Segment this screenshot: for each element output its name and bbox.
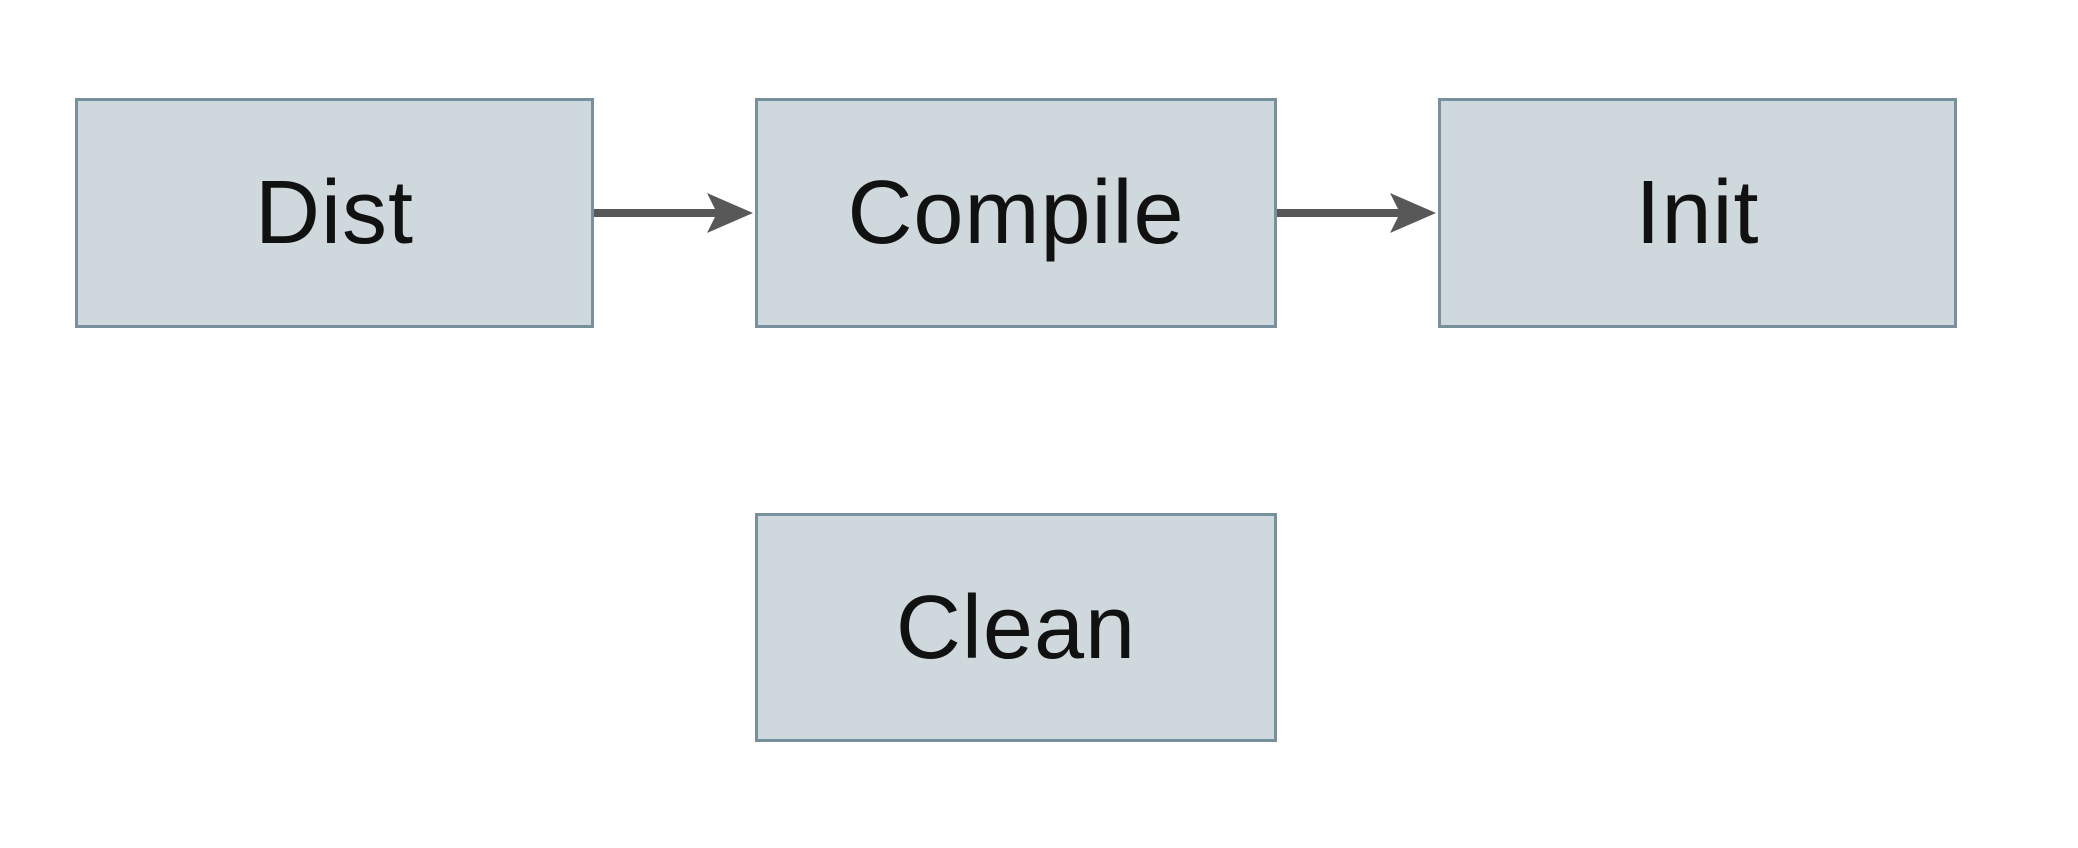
- node-init-label: Init: [1635, 163, 1760, 263]
- node-clean-label: Clean: [895, 577, 1137, 678]
- node-compile[interactable]: Compile: [755, 98, 1277, 328]
- arrow-dist-to-compile: [594, 193, 753, 233]
- node-compile-label: Compile: [847, 163, 1185, 263]
- node-dist[interactable]: Dist: [75, 98, 594, 328]
- node-init[interactable]: Init: [1438, 98, 1957, 328]
- node-dist-label: Dist: [255, 163, 414, 263]
- arrow-compile-to-init: [1277, 193, 1436, 233]
- node-clean[interactable]: Clean: [755, 513, 1277, 742]
